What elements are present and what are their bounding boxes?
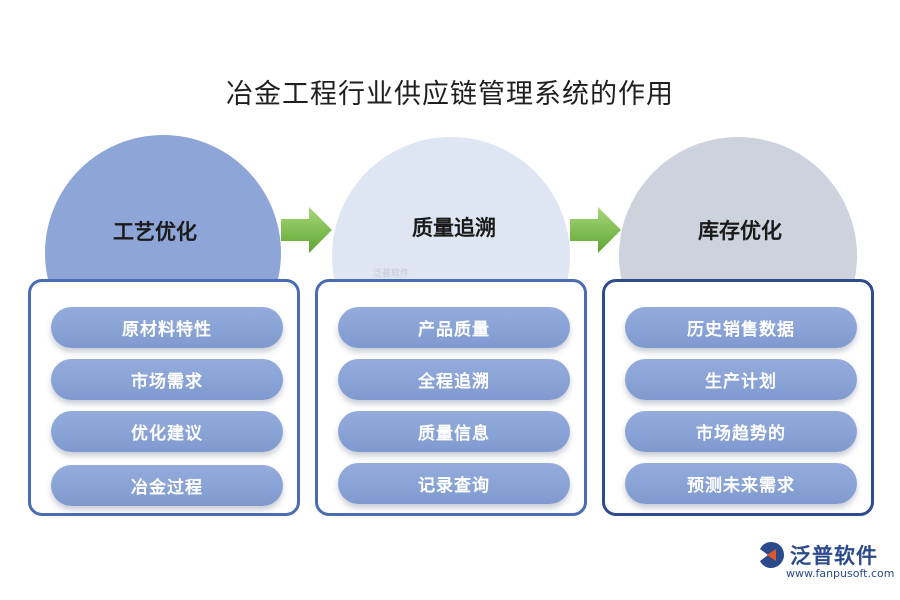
panel-process-optimization: 原材料特性 市场需求 优化建议 冶金过程 [28,279,300,516]
list-item: 原材料特性 [51,307,283,348]
heading-inventory-optimization: 库存优化 [698,218,782,243]
list-item: 产品质量 [338,307,570,348]
brand-logo: 泛普软件 www.fanpusoft.com [756,540,894,582]
watermark: 泛普软件 [373,269,410,279]
panel-quality-trace: 产品质量 全程追溯 质量信息 记录查询 [315,279,587,516]
list-item: 市场趋势的 [625,411,857,452]
heading-process-optimization: 工艺优化 [113,219,197,244]
list-item: 生产计划 [625,359,857,400]
list-item: 质量信息 [338,411,570,452]
list-item: 市场需求 [51,359,283,400]
arrow-right-icon [570,207,621,253]
list-item: 历史销售数据 [625,307,857,348]
list-item: 预测未来需求 [625,463,857,504]
arrow-right-icon [281,207,332,253]
list-item: 记录查询 [338,463,570,504]
panel-inventory-optimization: 历史销售数据 生产计划 市场趋势的 预测未来需求 [602,279,874,516]
diagram-title: 冶金工程行业供应链管理系统的作用 [226,79,674,110]
logo-icon [760,542,784,568]
logo-brand-text: 泛普软件 [790,544,878,568]
list-item: 冶金过程 [51,465,283,506]
list-item: 优化建议 [51,411,283,452]
heading-quality-trace: 质量追溯 [412,215,496,240]
list-item: 全程追溯 [338,359,570,400]
logo-url: www.fanpusoft.com [786,567,895,580]
